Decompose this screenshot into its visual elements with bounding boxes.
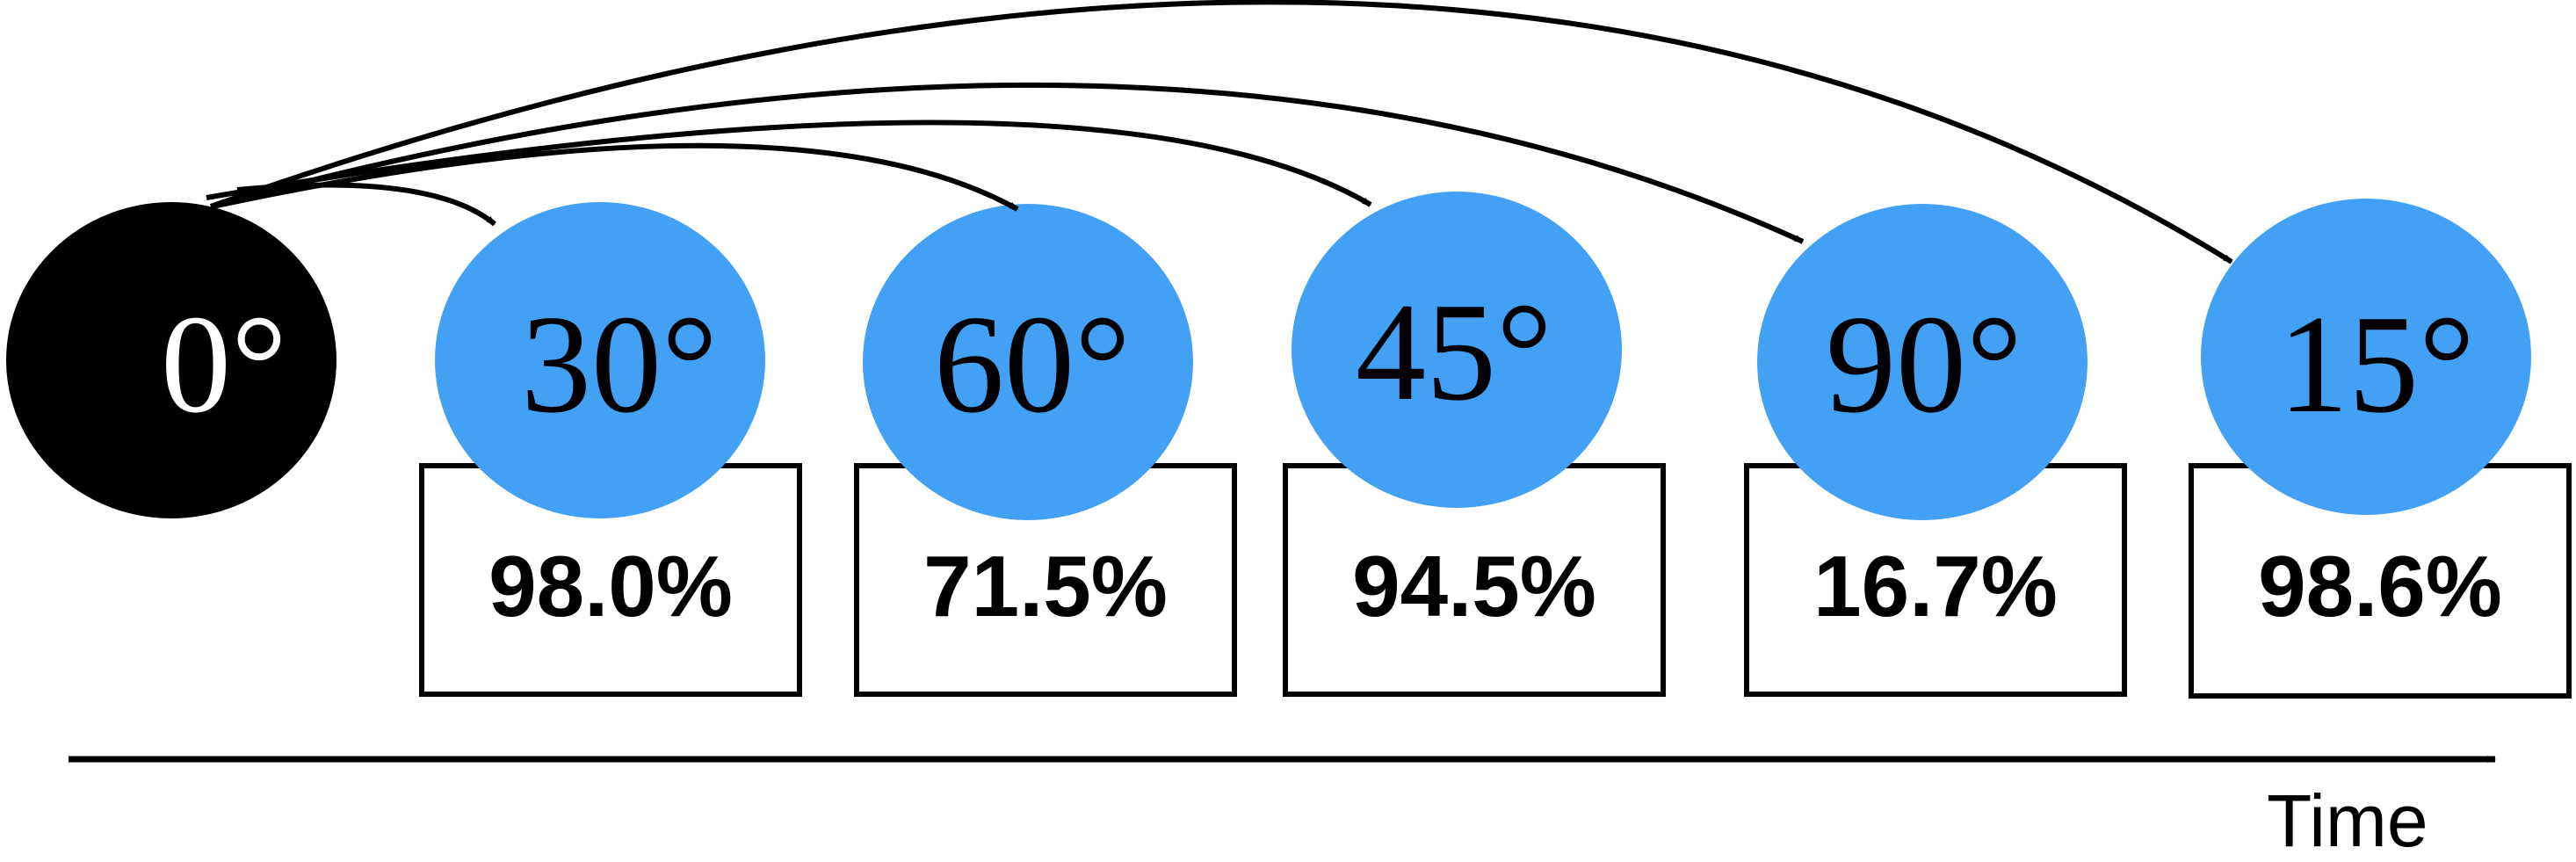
step-angle-label-1: 30° [521,286,718,442]
accuracy-value-2: 71.5% [923,538,1168,634]
accuracy-box-4 [1744,463,2127,697]
time-axis-label: Time [2267,779,2428,862]
origin-angle-label: 0° [161,286,287,442]
transition-arrow-2 [212,142,1019,212]
step-angle-label-4: 90° [1826,286,2022,442]
accuracy-value-1: 98.0% [488,538,733,634]
transition-arrow-4 [210,82,1805,244]
accuracy-box-5 [2189,463,2572,699]
step-node-4 [1757,204,2088,520]
origin-node [6,202,336,518]
accuracy-value-4: 16.7% [1813,538,2058,634]
step-angle-label-2: 60° [934,286,1131,442]
step-node-2 [863,204,1193,520]
step-angle-label-5: 15° [2278,286,2475,442]
accuracy-value-3: 94.5% [1352,538,1596,634]
accuracy-value-5: 98.6% [2258,538,2502,634]
step-node-3 [1292,192,1622,508]
step-node-1 [435,202,765,518]
step-node-5 [2201,199,2531,515]
transition-arrow-5 [210,0,2233,264]
step-angle-label-3: 45° [1356,273,1552,430]
transition-arrow-3 [206,120,1372,207]
